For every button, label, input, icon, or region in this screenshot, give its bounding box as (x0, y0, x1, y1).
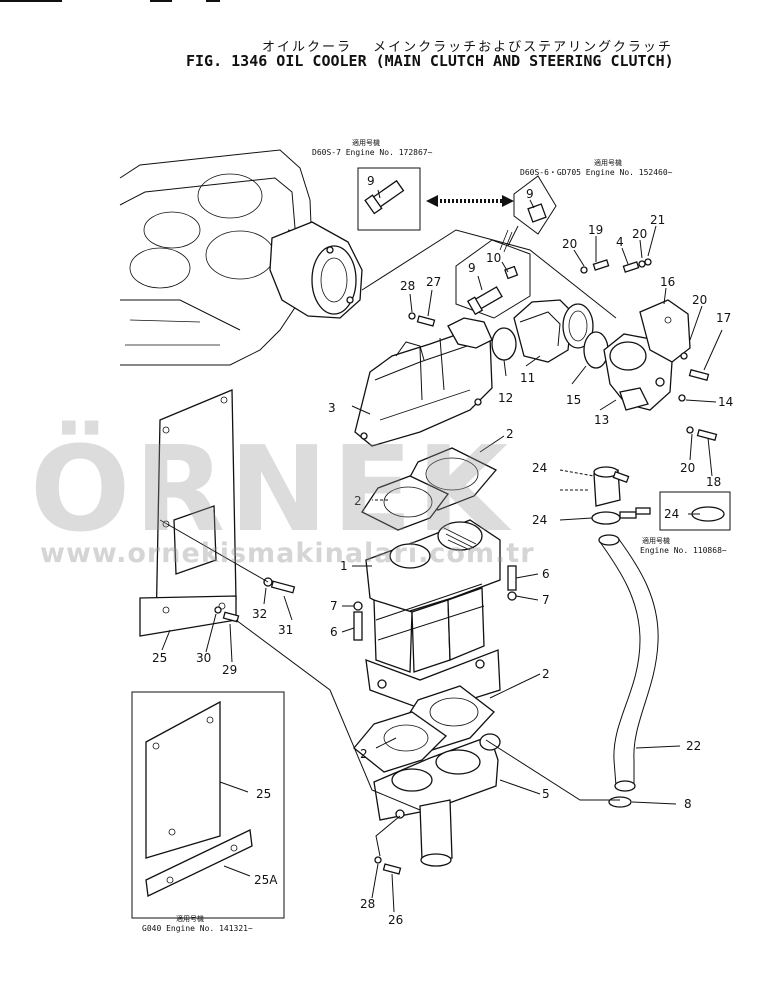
applicability-note-hose-clamp: 適用号機 Engine No. 110868~ (640, 536, 727, 556)
callout-20: 20 (692, 293, 707, 307)
callout-21: 21 (650, 213, 665, 227)
inset-box-plate (131, 691, 285, 919)
applicability-note-label: 適用号機 (594, 159, 622, 167)
callout-6: 6 (542, 567, 550, 581)
oil-cooler-base (373, 733, 501, 867)
callout-6: 6 (330, 625, 338, 639)
callout-25: 25 (152, 651, 167, 665)
assembly-leader-line (361, 229, 617, 319)
studs-and-washers (353, 565, 517, 641)
interchange-arrow (426, 195, 514, 207)
water-elbow (513, 299, 594, 363)
fasteners-upper (408, 258, 718, 442)
oil-cooler-cover (354, 317, 493, 447)
callout-20: 20 (680, 461, 695, 475)
callout-19: 19 (588, 223, 603, 237)
callout-18: 18 (706, 475, 721, 489)
callout-30: 30 (196, 651, 211, 665)
callout-25: 25 (256, 787, 271, 801)
mounting-bracket (139, 389, 237, 637)
figure-title: FIG. 1346 OIL COOLER (MAIN CLUTCH AND ST… (186, 52, 674, 70)
callout-1: 1 (340, 559, 348, 573)
callout-15: 15 (566, 393, 581, 407)
callout-5: 5 (542, 787, 550, 801)
callout-12: 12 (498, 391, 513, 405)
callout-7: 7 (542, 593, 550, 607)
callout-7: 7 (330, 599, 338, 613)
applicability-note-text: D60S-6・GD705 Engine No. 152460~ (520, 168, 673, 177)
applicability-note-d60s6: 適用号機 D60S-6・GD705 Engine No. 152460~ (520, 158, 673, 178)
applicability-note-label: 適用号機 (642, 537, 670, 545)
hose-clamps (591, 466, 731, 531)
callout-28: 28 (360, 897, 375, 911)
callout-31: 31 (278, 623, 293, 637)
applicability-note-g040: 適用号機 G040 Engine No. 141321~ (142, 914, 253, 934)
callout-2: 2 (542, 667, 550, 681)
callout-22: 22 (686, 739, 701, 753)
callout-28: 28 (400, 279, 415, 293)
applicability-note-d60s7: 適用号機 D60S-7 Engine No. 172867~ (312, 138, 432, 158)
applicability-note-text: Engine No. 110868~ (640, 546, 727, 555)
applicability-note-text: D60S-7 Engine No. 172867~ (312, 148, 433, 157)
callout-24: 24 (664, 507, 679, 521)
callout-10: 10 (486, 251, 501, 265)
detail-box-plug-b (499, 175, 557, 253)
base-fasteners (374, 856, 402, 875)
callout-20: 20 (632, 227, 647, 241)
callout-2: 2 (354, 494, 362, 508)
callout-29: 29 (222, 663, 237, 677)
figure-title-japanese: オイルクーラ メインクラッチおよびステアリングクラッチ (262, 40, 673, 55)
callout-9: 9 (367, 174, 375, 188)
o-ring-12 (491, 327, 517, 361)
callout-25A: 25A (254, 873, 278, 887)
callout-9: 9 (526, 187, 534, 201)
applicability-note-text: G040 Engine No. 141321~ (142, 924, 253, 933)
pump-elbow (603, 333, 673, 411)
callout-16: 16 (660, 275, 675, 289)
part-callouts: 9 9 9 10 28 27 3 12 11 15 13 16 20 17 14… (152, 174, 733, 927)
callout-14: 14 (718, 395, 733, 409)
o-ring-8 (608, 796, 632, 808)
callout-24: 24 (532, 513, 547, 527)
callout-2: 2 (360, 747, 368, 761)
callout-27: 27 (426, 275, 441, 289)
callout-4: 4 (616, 235, 624, 249)
callout-11: 11 (520, 371, 535, 385)
applicability-note-label: 適用号機 (176, 915, 204, 923)
callout-3: 3 (328, 401, 336, 415)
callout-8: 8 (684, 797, 692, 811)
watermark-url: www.ornekismakinalari.com.tr (40, 538, 535, 569)
lower-gaskets (353, 685, 495, 773)
gasket-16 (639, 299, 691, 363)
callout-2: 2 (506, 427, 514, 441)
callout-24: 24 (532, 461, 547, 475)
upper-gaskets (361, 447, 498, 531)
callout-26: 26 (388, 913, 403, 927)
callout-20: 20 (562, 237, 577, 251)
callout-9: 9 (468, 261, 476, 275)
cooler-adapter-housing (269, 221, 363, 319)
callout-13: 13 (594, 413, 609, 427)
engine-block (119, 149, 346, 366)
callout-32: 32 (252, 607, 267, 621)
oil-hose (598, 534, 659, 792)
applicability-note-label: 適用号機 (352, 139, 380, 147)
bracket-fasteners (214, 577, 296, 623)
detail-box-plug-a (357, 167, 421, 231)
watermark-logo: ÖRNEK (30, 420, 512, 558)
leader-lines (159, 189, 723, 913)
callout-17: 17 (716, 311, 731, 325)
